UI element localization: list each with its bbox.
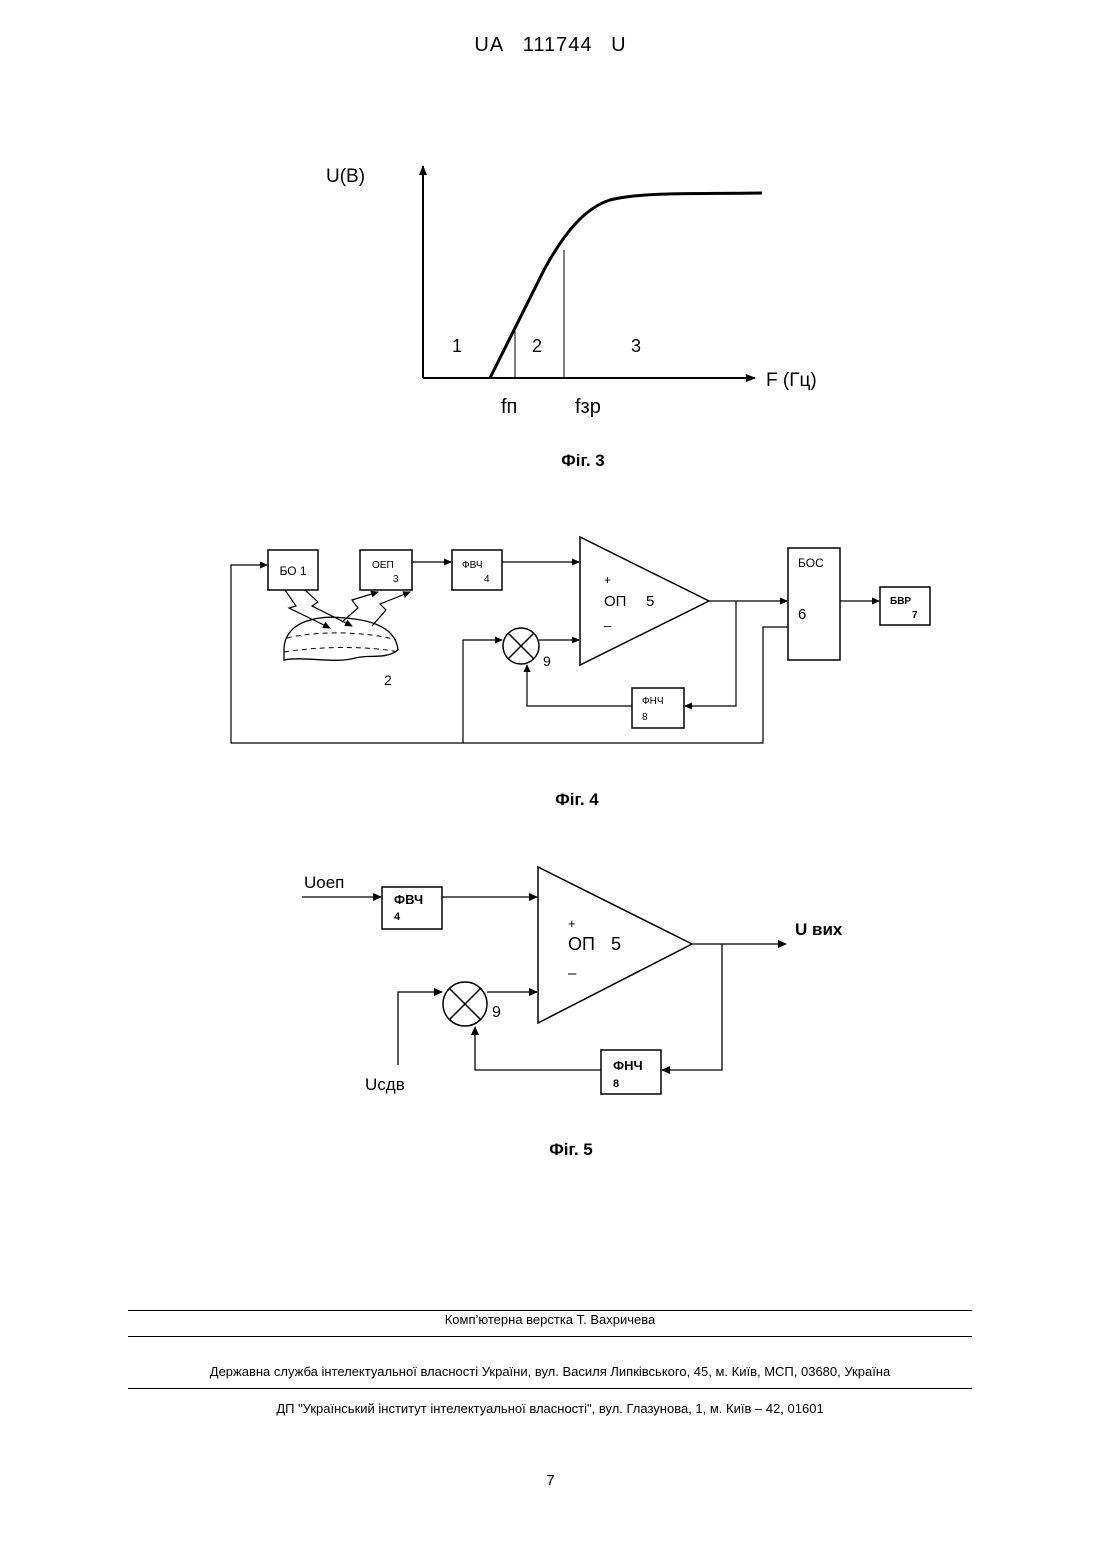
fig5-wire-out-fnch [662,944,722,1070]
fig4-ray-2 [305,590,352,626]
fig4-fnch-label: ФНЧ [642,696,664,707]
fig3-zone-1: 1 [452,336,462,356]
fig5-mixer [443,982,487,1026]
fig5-mixer-num: 9 [492,1004,501,1021]
fig4-bos-label: БОС [798,556,824,570]
fig4-object-num: 2 [384,672,392,688]
fig4-wire-out-fnch [685,601,736,706]
fig4-fnch-num: 8 [642,712,648,723]
fig4-oep-num: 3 [393,574,399,585]
fig4-block-fnch [632,688,684,728]
fig4-opamp-plus: + [604,573,611,587]
fig4-caption: Фіг. 4 [555,790,599,809]
figure-3: U(В) F (Гц) 1 2 3 fп fзр Фіг. 3 [0,0,1101,480]
fig4-wire-bos-loop [231,565,788,743]
fig5-fvch-label: ФВЧ [394,892,423,907]
fig5-opamp-plus: + [568,916,576,931]
fig5-wire-udrift-mixer [398,992,442,1065]
fig5-fnch-label: ФНЧ [613,1058,643,1073]
fig3-zone-2: 2 [532,336,542,356]
fig3-tick-fzr: fзр [575,396,601,418]
figure-4: БО 1 ОЕП 3 ФВЧ 4 + ОП 5 – БОС 6 БВР 7 ФН… [0,480,1101,820]
fig5-opamp-label: ОП [568,934,595,954]
fig4-fvch-label: ФВЧ [462,560,483,571]
fig4-opamp [580,537,709,665]
footer-institute: ДП "Український інститут інтелектуальної… [128,1401,972,1416]
fig5-opamp-minus: – [568,965,577,982]
footer-service: Державна служба інтелектуальної власност… [128,1364,972,1379]
footer-rule-2 [128,1336,972,1337]
fig3-tick-fp: fп [501,396,517,418]
fig5-fnch-num: 8 [613,1078,619,1090]
fig5-wire-fnch-mixer [475,1027,601,1070]
footer-typesetting: Комп’ютерна верстка Т. Вахричева [128,1312,972,1327]
fig4-oep-label: ОЕП [372,560,394,571]
footer-rule-3 [128,1388,972,1389]
fig4-ray-4 [372,592,410,626]
fig4-ray-3 [342,592,378,622]
fig4-mixer [503,628,539,664]
fig4-opamp-minus: – [604,618,612,633]
fig4-mixer-num: 9 [543,653,551,669]
fig5-output: U вих [795,920,843,939]
fig3-x-label: F (Гц) [766,370,817,391]
fig4-bvr-num: 7 [912,610,918,621]
fig4-fvch-num: 4 [484,574,490,585]
fig4-ray-1 [285,590,330,628]
fig4-opamp-label: ОП [604,593,626,610]
fig5-caption: Фіг. 5 [549,1140,593,1159]
fig4-bo-label: БО 1 [279,564,306,578]
fig3-y-label: U(В) [326,166,365,187]
fig5-input-top: Uоеп [304,873,344,892]
fig5-fvch-num: 4 [394,911,401,923]
figure-5: ФВЧ 4 + ОП 5 – ФНЧ 8 9 Uоеп Uсдв U вих Ф… [0,840,1101,1170]
fig3-zone-3: 3 [631,336,641,356]
fig4-wire-fnch-mixer [527,665,632,706]
footer-rule-1 [128,1310,972,1311]
fig4-bvr-label: БВР [890,596,911,607]
fig5-opamp-num: 5 [611,934,621,954]
fig5-input-bottom: Uсдв [365,1075,405,1094]
fig4-bos-num: 6 [798,606,806,623]
fig3-response-curve [490,193,762,378]
page-number: 7 [0,1472,1101,1489]
fig4-object [284,617,398,660]
fig4-wire-loop-mixer [463,640,502,743]
fig4-opamp-num: 5 [646,593,654,610]
fig3-caption: Фіг. 3 [561,451,605,470]
